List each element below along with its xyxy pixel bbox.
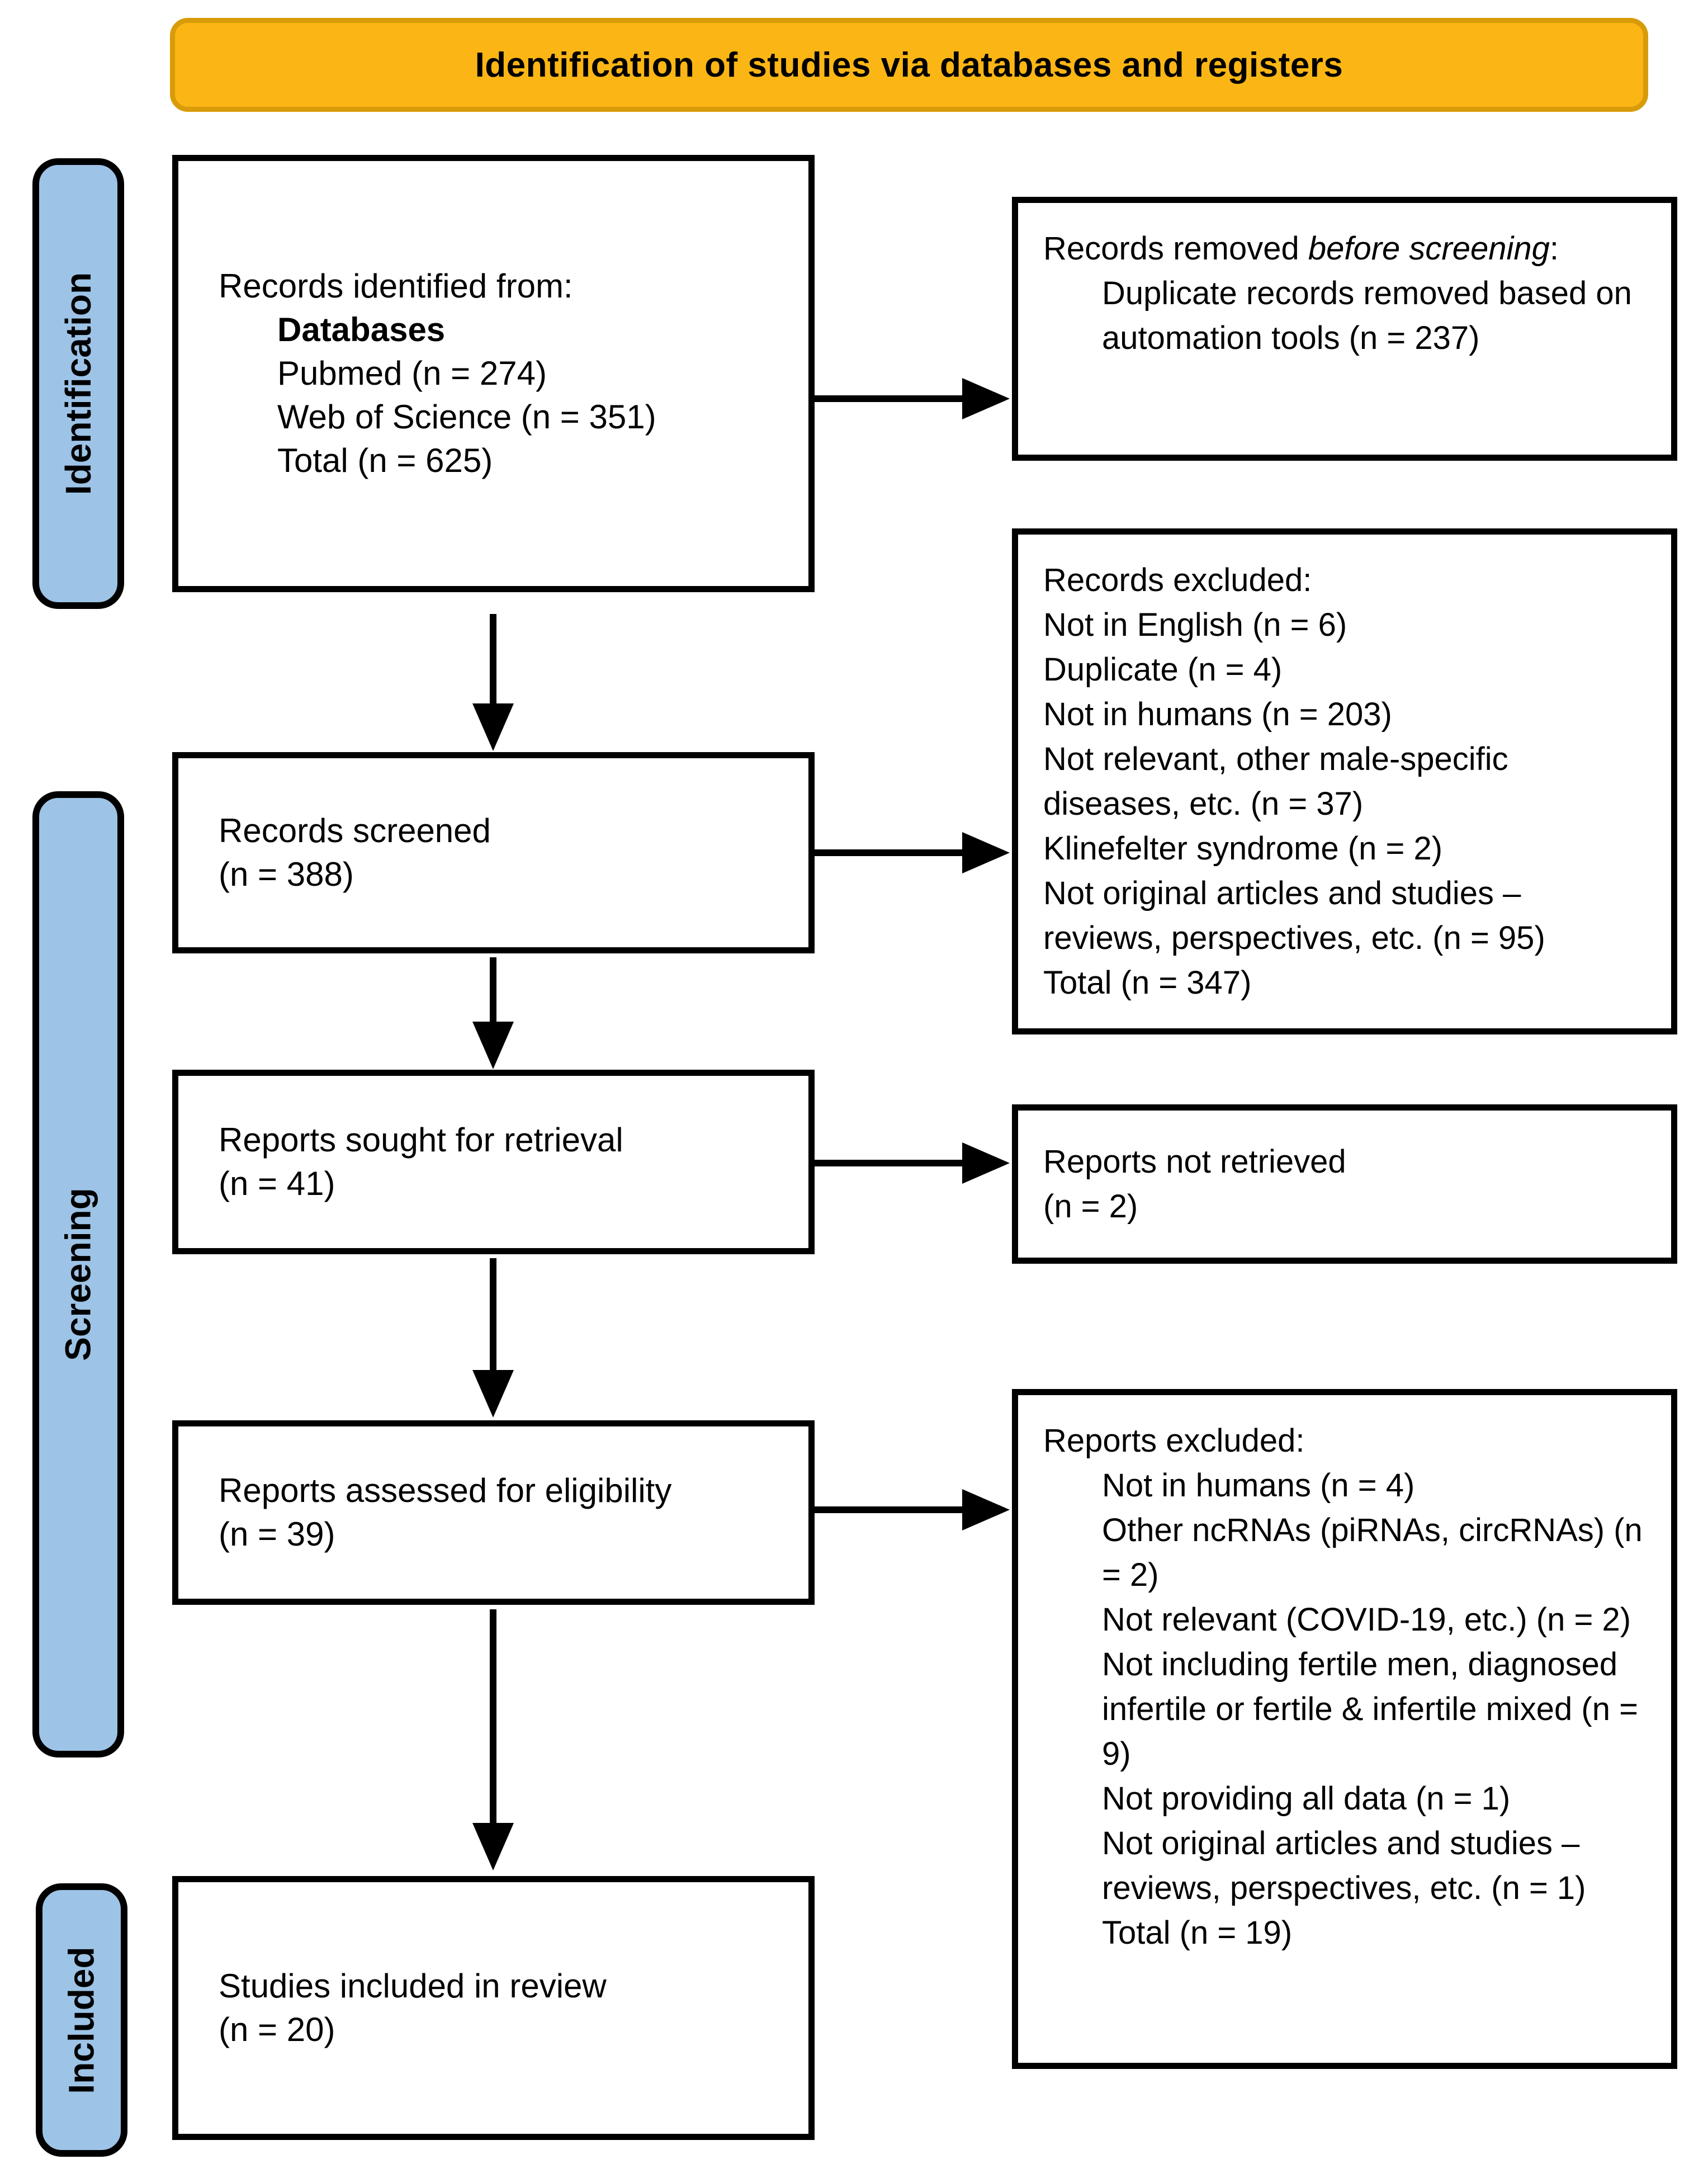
records-removed-title-suffix: : xyxy=(1549,230,1559,267)
arrow-identified-to-removed-head xyxy=(962,378,1010,419)
records-excluded-item: Total (n = 347) xyxy=(1043,965,1252,1001)
arrow-identified-to-screened-shaft xyxy=(490,614,496,703)
records-excluded-item: Not original articles and studies – revi… xyxy=(1043,875,1545,956)
stage-label-included: Included xyxy=(61,1946,102,2094)
reports-excluded-item: Total (n = 19) xyxy=(1102,1915,1293,1951)
arrow-assessed-to-included-head xyxy=(472,1823,514,1870)
records-excluded-item: Not relevant, other male-specific diseas… xyxy=(1043,741,1508,822)
stage-label-identification: Identification xyxy=(58,272,98,495)
reports-excluded-item: Not including fertile men, diagnosed inf… xyxy=(1102,1646,1638,1772)
arrow-identified-to-screened-head xyxy=(472,703,514,751)
reports-excluded-item: Other ncRNAs (piRNAs, circRNAs) (n = 2) xyxy=(1102,1512,1643,1593)
stage-bar-identification: Identification xyxy=(32,158,124,609)
stage-label-screening: Screening xyxy=(58,1188,98,1361)
box-reports-sought: Reports sought for retrieval (n = 41) xyxy=(172,1070,815,1254)
records-excluded-item: Not in English (n = 6) xyxy=(1043,607,1347,643)
records-excluded-item: Not in humans (n = 203) xyxy=(1043,696,1392,733)
records-excluded-title: Records excluded: xyxy=(1043,562,1312,598)
box-reports-assessed: Reports assessed for eligibility (n = 39… xyxy=(172,1420,815,1605)
arrow-sought-to-notretrieved-head xyxy=(962,1142,1010,1184)
records-screened-count: (n = 388) xyxy=(219,856,354,893)
studies-included-count: (n = 20) xyxy=(219,2011,335,2048)
arrow-screened-to-excluded-shaft xyxy=(815,849,962,856)
arrow-sought-to-notretrieved-shaft xyxy=(815,1160,962,1166)
reports-excluded-item: Not in humans (n = 4) xyxy=(1102,1467,1415,1504)
records-identified-item: Total (n = 625) xyxy=(277,442,493,479)
records-removed-title-prefix: Records removed xyxy=(1043,230,1308,267)
reports-sought-label: Reports sought for retrieval xyxy=(219,1121,623,1159)
records-removed-item: Duplicate records removed based on autom… xyxy=(1102,275,1632,356)
box-reports-not-retrieved: Reports not retrieved (n = 2) xyxy=(1012,1104,1677,1264)
reports-excluded-title: Reports excluded: xyxy=(1043,1423,1305,1459)
reports-not-retrieved-count: (n = 2) xyxy=(1043,1188,1138,1225)
records-excluded-item: Duplicate (n = 4) xyxy=(1043,651,1283,688)
arrow-sought-to-assessed-shaft xyxy=(490,1258,496,1370)
arrow-screened-to-excluded-head xyxy=(962,832,1010,873)
reports-excluded-item: Not original articles and studies – revi… xyxy=(1102,1825,1586,1906)
banner-title-text: Identification of studies via databases … xyxy=(475,45,1343,84)
box-studies-included: Studies included in review (n = 20) xyxy=(172,1876,815,2140)
banner-title: Identification of studies via databases … xyxy=(170,18,1648,112)
arrow-identified-to-removed-shaft xyxy=(815,395,962,402)
records-identified-item: Web of Science (n = 351) xyxy=(277,398,656,436)
reports-sought-count: (n = 41) xyxy=(219,1165,335,1202)
records-screened-label: Records screened xyxy=(219,812,491,849)
arrow-assessed-to-included-shaft xyxy=(490,1609,496,1823)
records-excluded-item: Klinefelter syndrome (n = 2) xyxy=(1043,830,1443,867)
arrow-assessed-to-reportsexcluded-shaft xyxy=(815,1506,962,1513)
reports-not-retrieved-label: Reports not retrieved xyxy=(1043,1143,1346,1180)
stage-bar-screening: Screening xyxy=(32,791,124,1757)
reports-excluded-item: Not providing all data (n = 1) xyxy=(1102,1780,1511,1817)
box-records-identified: Records identified from: Databases Pubme… xyxy=(172,155,815,592)
reports-assessed-label: Reports assessed for eligibility xyxy=(219,1472,672,1509)
records-identified-item: Pubmed (n = 274) xyxy=(277,355,547,392)
records-identified-item: Databases xyxy=(277,311,446,348)
records-removed-title: Records removed before screening: xyxy=(1043,226,1591,271)
arrow-sought-to-assessed-head xyxy=(472,1370,514,1418)
box-records-removed-before-screening: Records removed before screening: Duplic… xyxy=(1012,197,1677,461)
arrow-assessed-to-reportsexcluded-head xyxy=(962,1489,1010,1530)
box-records-excluded: Records excluded: Not in English (n = 6)… xyxy=(1012,528,1677,1034)
records-removed-title-italic: before screening xyxy=(1308,230,1550,267)
studies-included-label: Studies included in review xyxy=(219,1967,607,2005)
records-identified-title: Records identified from: xyxy=(219,267,573,305)
box-records-screened: Records screened (n = 388) xyxy=(172,752,815,953)
reports-assessed-count: (n = 39) xyxy=(219,1515,335,1553)
reports-excluded-item: Not relevant (COVID-19, etc.) (n = 2) xyxy=(1102,1601,1631,1638)
arrow-screened-to-sought-shaft xyxy=(490,957,496,1022)
box-reports-excluded: Reports excluded: Not in humans (n = 4) … xyxy=(1012,1389,1677,2069)
stage-bar-included: Included xyxy=(36,1883,127,2157)
arrow-screened-to-sought-head xyxy=(472,1022,514,1069)
